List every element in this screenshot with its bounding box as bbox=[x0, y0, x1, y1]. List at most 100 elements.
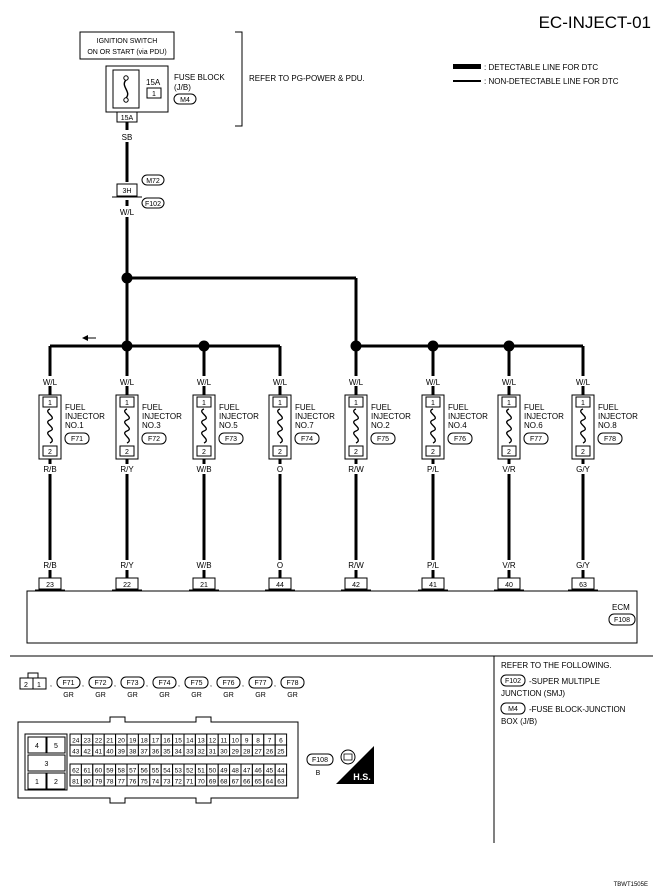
pin-cell: 5 bbox=[54, 743, 58, 750]
pin-cell: 44 bbox=[277, 768, 285, 775]
fuse-number: 1 bbox=[152, 91, 156, 98]
pin-cell: 31 bbox=[209, 749, 217, 756]
connector-id: F77 bbox=[254, 680, 266, 687]
coil-icon bbox=[277, 408, 283, 444]
pin-1: 1 bbox=[581, 400, 585, 407]
pin-cell: 74 bbox=[152, 779, 160, 786]
injector-label-3: NO.1 bbox=[65, 421, 84, 430]
connector-id: F78 bbox=[286, 680, 298, 687]
pin-2: 2 bbox=[507, 449, 511, 456]
ecm-label: ECM bbox=[612, 603, 630, 612]
comma: , bbox=[50, 681, 52, 688]
injector-label-1: FUEL bbox=[65, 403, 86, 412]
wire-color-out: V/R bbox=[502, 465, 516, 474]
pin-2: 2 bbox=[48, 449, 52, 456]
wire-color-out: R/B bbox=[43, 465, 56, 474]
connector-color: GR bbox=[287, 692, 298, 699]
fuse-lower-rating: 15A bbox=[121, 115, 134, 122]
refer-item1-conn: F102 bbox=[505, 678, 521, 685]
pin-1: 1 bbox=[278, 400, 282, 407]
injector-connector: F74 bbox=[301, 436, 313, 443]
pin-cell: 58 bbox=[118, 768, 126, 775]
comma: , bbox=[178, 681, 180, 688]
injector-label-2: INJECTOR bbox=[371, 412, 411, 421]
pin-cell: 77 bbox=[118, 779, 126, 786]
pin-2: 2 bbox=[354, 449, 358, 456]
injector-connector: F72 bbox=[148, 436, 160, 443]
svg-text:SB: SB bbox=[122, 133, 133, 142]
injector-connector: F75 bbox=[377, 436, 389, 443]
pin-cell: 8 bbox=[256, 738, 260, 745]
pin-cell: 39 bbox=[118, 749, 126, 756]
connector-color: GR bbox=[191, 692, 202, 699]
pin-cell: 64 bbox=[266, 779, 274, 786]
pin-cell: 43 bbox=[72, 749, 80, 756]
ignition-line1: IGNITION SWITCH bbox=[97, 38, 158, 45]
injector-label-2: INJECTOR bbox=[598, 412, 638, 421]
pin-2: 2 bbox=[431, 449, 435, 456]
wire-color-out: G/Y bbox=[576, 465, 590, 474]
pin-1: 1 bbox=[354, 400, 358, 407]
wire-color-in: W/L bbox=[120, 378, 135, 387]
fuse-block-jb: (J/B) bbox=[174, 83, 191, 92]
pin-cell: 66 bbox=[243, 779, 251, 786]
pin-1: 1 bbox=[507, 400, 511, 407]
pin-cell: 27 bbox=[254, 749, 262, 756]
pin-cell: 62 bbox=[72, 768, 80, 775]
comma: , bbox=[146, 681, 148, 688]
junction-connector: 3H M72 F102 bbox=[112, 174, 165, 209]
pin-cell: 67 bbox=[232, 779, 240, 786]
pin-cell: 11 bbox=[221, 738, 228, 745]
wire-color-in: W/L bbox=[426, 378, 441, 387]
ecm-terminal: 42 bbox=[352, 582, 360, 589]
pin-cell: 42 bbox=[83, 749, 91, 756]
page-title: EC-INJECT-01 bbox=[539, 13, 651, 32]
pin-cell: 54 bbox=[163, 768, 171, 775]
pin-cell: 41 bbox=[95, 749, 103, 756]
pin-cell: 3 bbox=[45, 761, 49, 768]
fuse-block: 15A 1 15A FUSE BLOCK (J/B) M4 bbox=[105, 65, 225, 123]
injector-connector: F76 bbox=[454, 436, 466, 443]
wire-color-in: W/L bbox=[349, 378, 364, 387]
pin-cell: 56 bbox=[140, 768, 148, 775]
pin-cell: 68 bbox=[220, 779, 228, 786]
pin-cell: 4 bbox=[35, 743, 39, 750]
pin-cell: 49 bbox=[220, 768, 228, 775]
comma: , bbox=[210, 681, 212, 688]
wire-color-ecm: R/Y bbox=[120, 561, 134, 570]
refer-item1-line2: JUNCTION (SMJ) bbox=[501, 689, 565, 698]
wire-color-wl: W/L bbox=[120, 208, 135, 217]
pin-cell: 63 bbox=[277, 779, 285, 786]
pin-cell: 75 bbox=[140, 779, 148, 786]
pin-cell: 80 bbox=[83, 779, 91, 786]
pin-cell: 52 bbox=[186, 768, 194, 775]
injector-label-1: FUEL bbox=[142, 403, 163, 412]
pin-cell: 26 bbox=[266, 749, 274, 756]
injector-label-2: INJECTOR bbox=[65, 412, 105, 421]
pin-cell: 17 bbox=[152, 738, 160, 745]
injector-label-3: NO.8 bbox=[598, 421, 617, 430]
connector-list: ,F71GR,F72GR,F73GR,F74GR,F75GR,F76GR,F77… bbox=[50, 676, 305, 699]
coil-icon bbox=[124, 408, 130, 444]
pin-cell: 23 bbox=[83, 738, 91, 745]
pin-cell: 79 bbox=[95, 779, 103, 786]
pin-cell: 2 bbox=[54, 779, 58, 786]
coil-icon bbox=[580, 408, 586, 444]
connector-color: GR bbox=[127, 692, 138, 699]
connector-color: GR bbox=[63, 692, 74, 699]
pin-cell: 7 bbox=[268, 738, 272, 745]
connector-id: F74 bbox=[158, 680, 170, 687]
wire-color-out: R/Y bbox=[120, 465, 134, 474]
pin-cell: 46 bbox=[254, 768, 262, 775]
ecm-terminal: 21 bbox=[200, 582, 208, 589]
injector-label-2: INJECTOR bbox=[448, 412, 488, 421]
refer-block: REFER TO THE FOLLOWING. F102 -SUPER MULT… bbox=[500, 661, 626, 726]
refer-pg-text: REFER TO PG-POWER & PDU. bbox=[249, 74, 365, 83]
injector-group: W/L12FUELINJECTORNO.1F71R/BR/B23INJ#1W/L… bbox=[35, 340, 638, 602]
pin-cell: 1 bbox=[35, 779, 39, 786]
pin-1: 1 bbox=[125, 400, 129, 407]
